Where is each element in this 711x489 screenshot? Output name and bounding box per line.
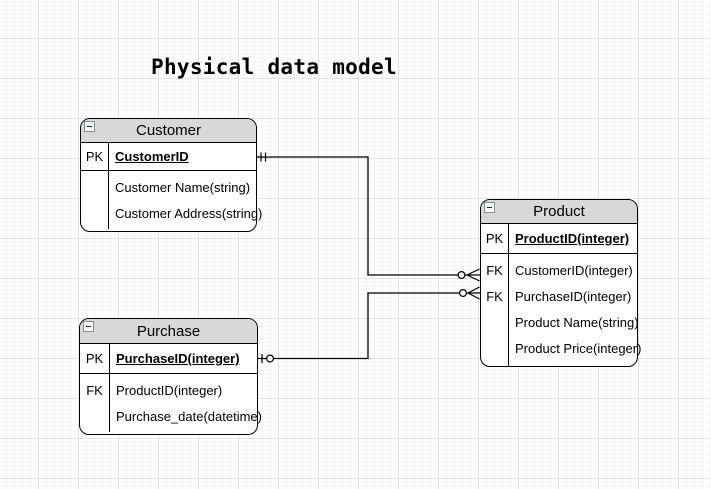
- crow-foot-prong: [467, 292, 480, 300]
- field-name: CustomerID: [115, 149, 189, 164]
- column-divider: [109, 344, 110, 432]
- key-label: FK: [86, 382, 103, 398]
- collapse-minus-icon[interactable]: [484, 202, 495, 213]
- column-divider: [508, 224, 509, 366]
- field-name: Purchase_date(datetime): [116, 408, 262, 424]
- collapse-minus-icon[interactable]: [83, 321, 94, 332]
- collapse-minus-icon[interactable]: [84, 121, 95, 132]
- field-name: Customer Name(string): [115, 179, 251, 195]
- crow-foot-prong: [466, 268, 480, 276]
- column-divider: [108, 143, 109, 229]
- table-row[interactable]: Product Price(integer): [481, 335, 641, 361]
- connector-line: [258, 292, 480, 360]
- table-row[interactable]: FK CustomerID(integer): [481, 257, 637, 283]
- key-label: PK: [85, 351, 104, 366]
- crow-foot-prong: [467, 286, 480, 294]
- table-row[interactable]: FK ProductID(integer): [80, 377, 257, 403]
- connector-purchase-product[interactable]: [258, 286, 480, 363]
- key-label: FK: [486, 288, 503, 304]
- entity-purchase[interactable]: Purchase PK PurchaseID(integer) FK Produ…: [79, 318, 262, 435]
- field-name: ProductID(integer): [515, 231, 630, 246]
- key-label: PK: [85, 149, 104, 164]
- table-row[interactable]: Product Name(string): [481, 309, 639, 335]
- key-label: PK: [485, 231, 504, 246]
- entity-product-header: Product: [481, 200, 637, 224]
- table-row[interactable]: FK PurchaseID(integer): [481, 283, 637, 309]
- table-row-pk[interactable]: PK ProductID(integer): [481, 224, 637, 254]
- connector-line: [257, 156, 480, 276]
- field-name: Product Price(integer): [515, 340, 642, 356]
- entity-purchase-header: Purchase: [80, 319, 257, 344]
- cardinality-zero-circle: [457, 271, 466, 280]
- entity-product[interactable]: Product PK ProductID(integer) FK Custome…: [480, 199, 641, 367]
- entity-title: Customer: [135, 122, 202, 139]
- cardinality-zero-circle: [459, 289, 468, 298]
- table-row-pk[interactable]: PK PurchaseID(integer): [80, 344, 257, 374]
- crow-foot-prong: [466, 274, 480, 282]
- entity-customer-header: Customer: [81, 119, 256, 143]
- field-name: ProductID(integer): [116, 382, 223, 398]
- table-row-pk[interactable]: PK CustomerID: [81, 143, 256, 171]
- cardinality-zero-circle: [266, 354, 275, 363]
- entity-customer[interactable]: Customer PK CustomerID Customer Name(str…: [80, 118, 262, 232]
- table-row[interactable]: Customer Address(string): [81, 200, 262, 226]
- diagram-title: Physical data model: [151, 55, 397, 79]
- field-name: CustomerID(integer): [515, 262, 633, 278]
- field-name: PurchaseID(integer): [515, 288, 632, 304]
- connector-customer-product[interactable]: [257, 152, 480, 282]
- field-name: PurchaseID(integer): [116, 351, 240, 366]
- entity-title: Product: [533, 203, 585, 220]
- entity-title: Purchase: [136, 322, 201, 340]
- table-row[interactable]: Purchase_date(datetime): [80, 403, 262, 429]
- field-name: Product Name(string): [515, 314, 639, 330]
- key-label: FK: [486, 262, 503, 278]
- table-row[interactable]: Customer Name(string): [81, 174, 256, 200]
- field-name: Customer Address(string): [115, 205, 263, 221]
